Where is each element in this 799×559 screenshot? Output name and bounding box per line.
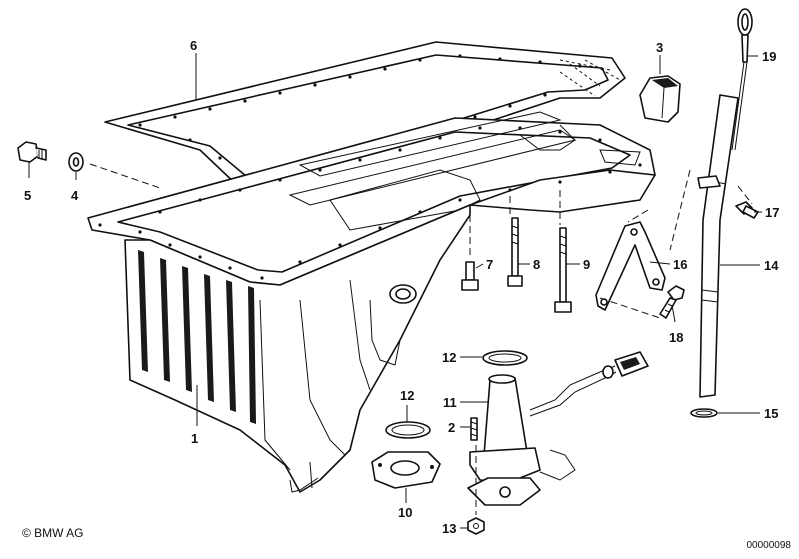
label-part-7: 7	[486, 257, 493, 272]
label-part-16: 16	[673, 257, 687, 272]
part-labels: 6 3 19 5 4 17 7 8 9 16 14 18 12 12 11 15…	[24, 38, 779, 536]
oil-level-sensor-connector	[602, 351, 649, 379]
bolt-part-9	[554, 227, 572, 313]
label-part-12-upper: 12	[442, 350, 456, 365]
dipstick-tube-part-14	[697, 94, 739, 398]
cap-part-3	[639, 75, 681, 123]
o-ring-part-12-upper	[482, 350, 528, 366]
image-code: 00000098	[746, 540, 792, 551]
label-part-5: 5	[24, 188, 31, 203]
bolt-part-17	[735, 201, 759, 219]
label-part-6: 6	[190, 38, 197, 53]
drain-plug-part-5	[17, 141, 47, 163]
oil-pickup-part-11	[467, 365, 617, 506]
bracket-part-16	[595, 221, 666, 311]
label-part-11: 11	[443, 395, 457, 410]
label-part-4: 4	[71, 188, 79, 203]
label-part-8: 8	[533, 257, 540, 272]
label-part-17: 17	[765, 205, 779, 220]
leader-lines	[28, 53, 762, 529]
bolt-part-8	[507, 217, 523, 287]
label-part-2: 2	[448, 420, 455, 435]
label-part-18: 18	[669, 330, 683, 345]
label-part-10: 10	[398, 505, 412, 520]
copyright-text: © BMW AG	[22, 526, 84, 540]
label-part-13: 13	[442, 521, 456, 536]
oil-pan-part-1	[87, 111, 656, 493]
nut-part-13	[467, 517, 485, 535]
label-part-1: 1	[191, 431, 198, 446]
bolt-part-18	[659, 285, 685, 319]
o-ring-part-15	[690, 408, 718, 418]
washer-part-4	[68, 152, 84, 172]
label-part-9: 9	[583, 257, 590, 272]
dipstick-part-19	[731, 8, 753, 151]
label-part-15: 15	[764, 406, 778, 421]
label-part-3: 3	[656, 40, 663, 55]
gasket-part-6	[104, 41, 626, 193]
o-ring-part-12-lower	[385, 421, 431, 439]
bolt-part-7	[461, 261, 479, 291]
label-part-19: 19	[762, 49, 776, 64]
stud-part-2	[470, 417, 478, 441]
label-part-14: 14	[764, 258, 779, 273]
cover-part-10	[371, 451, 441, 489]
label-part-12-lower: 12	[400, 388, 414, 403]
